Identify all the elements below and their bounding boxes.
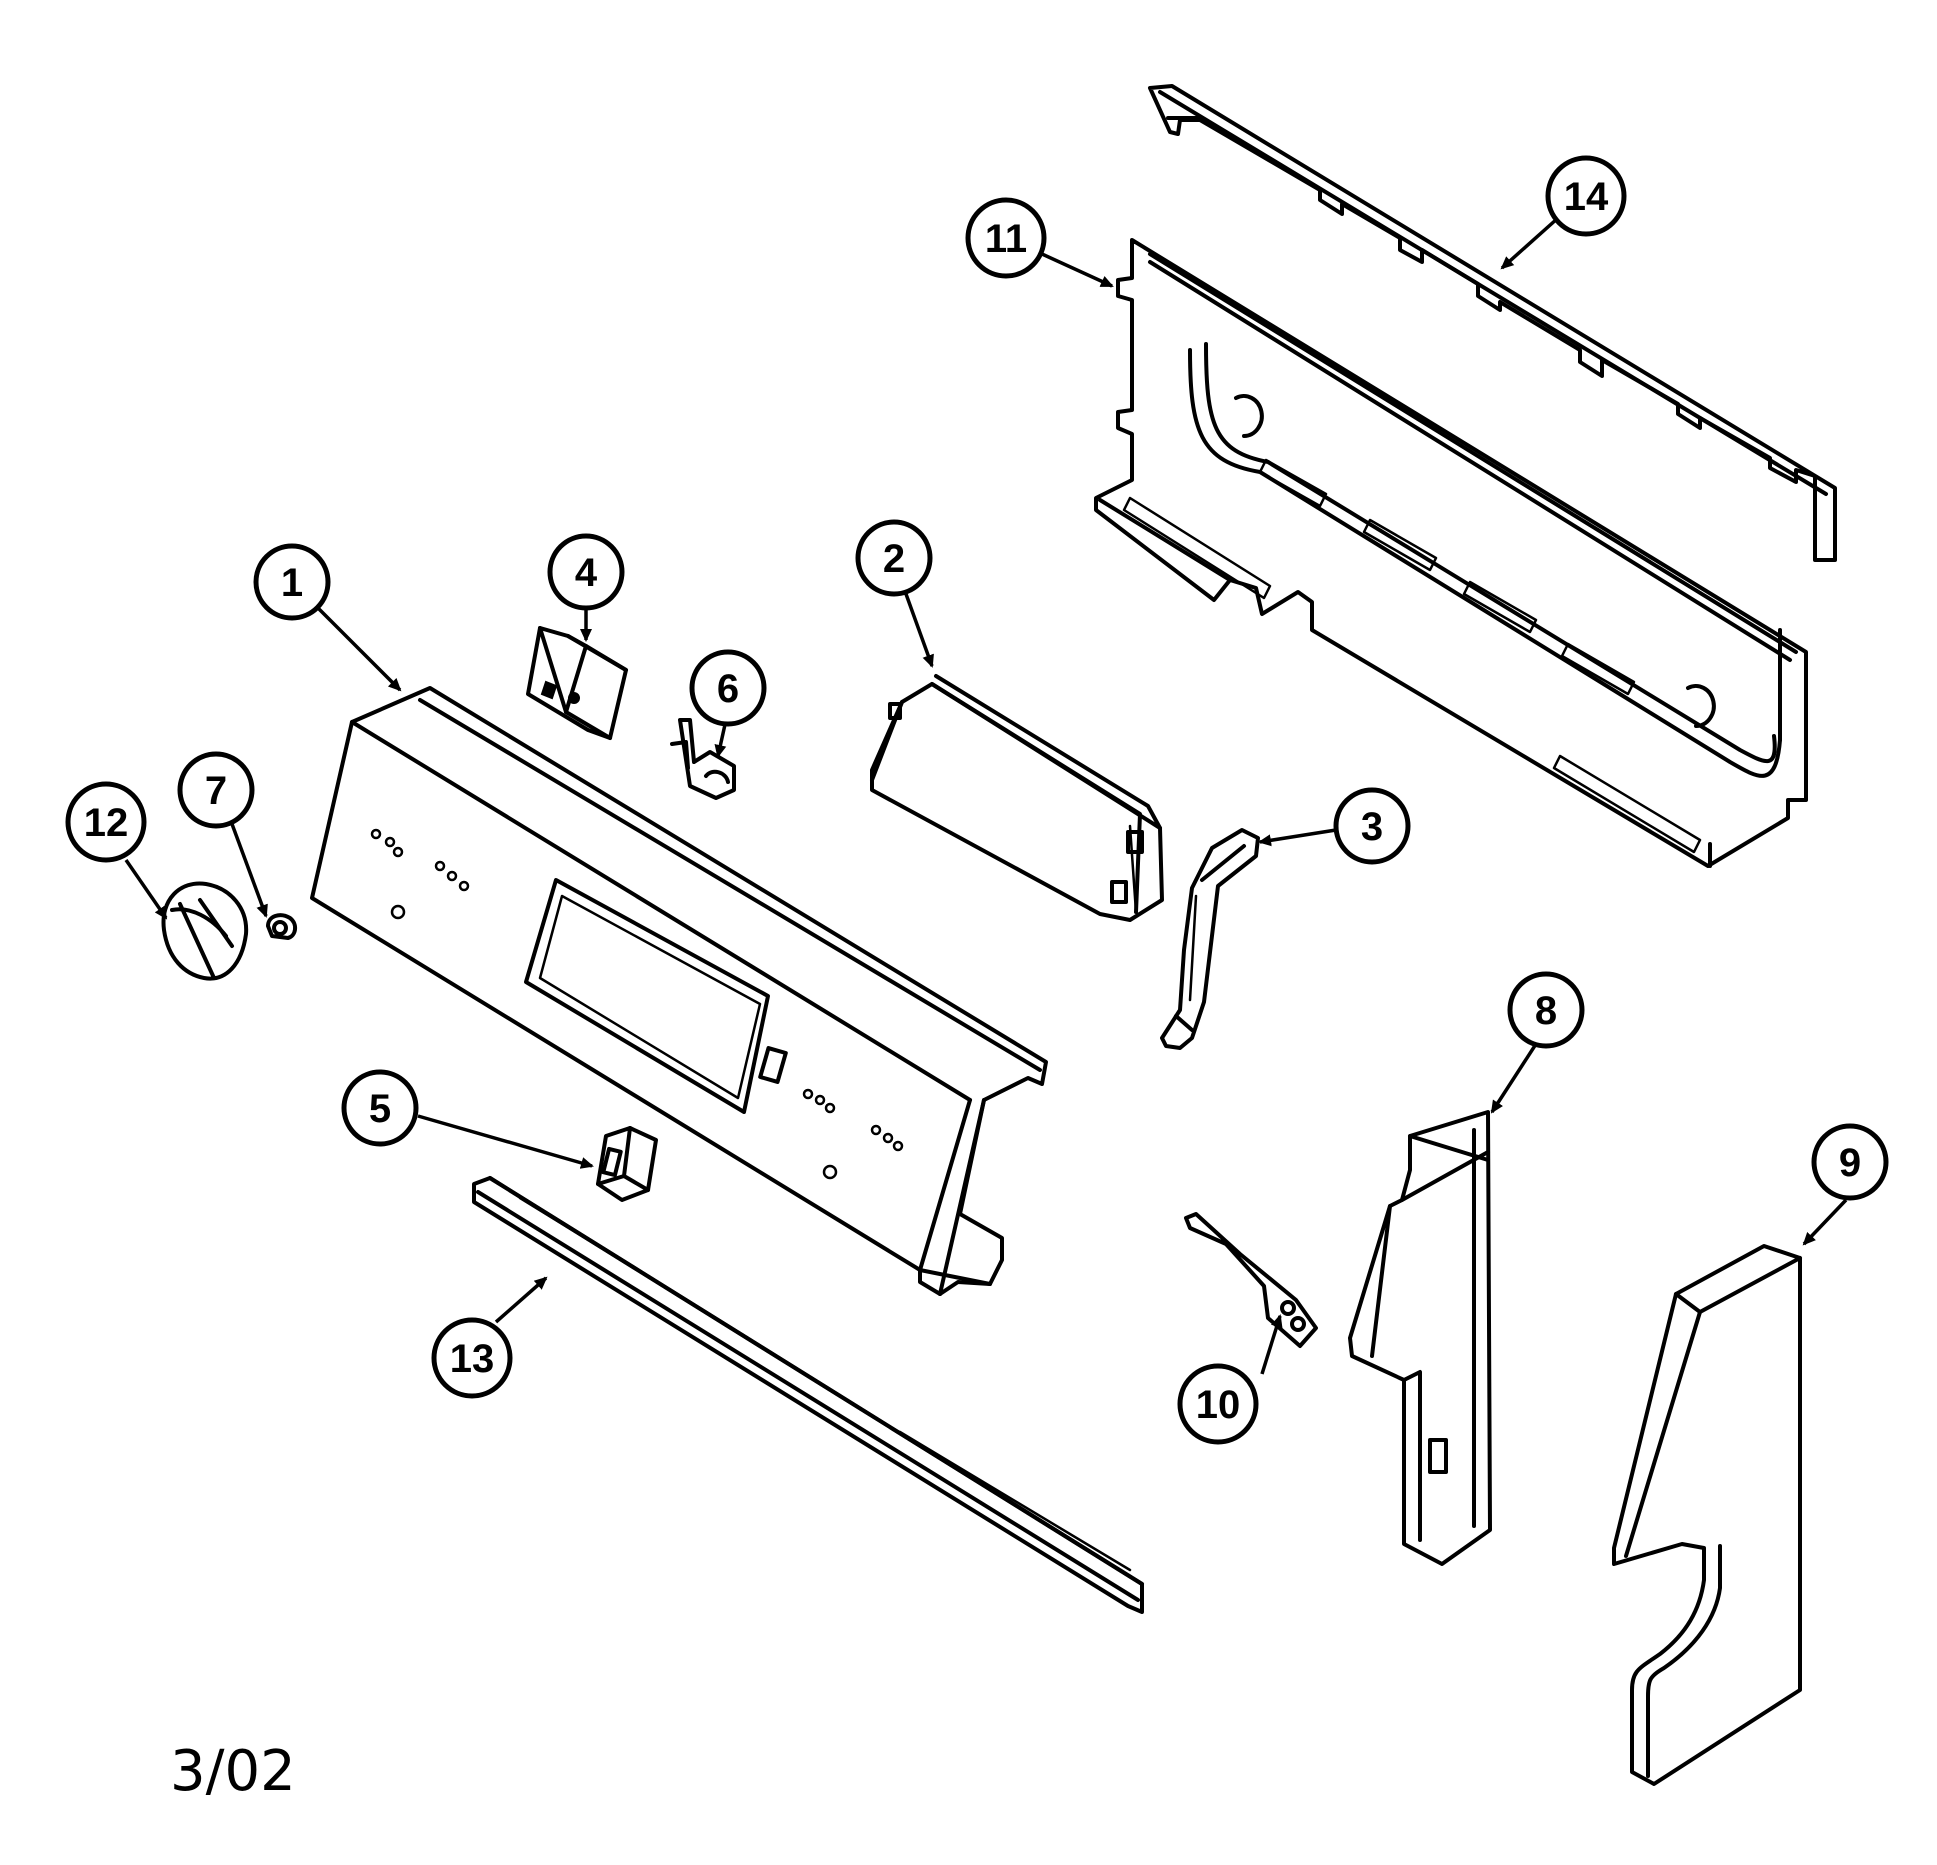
callout-6-label: 6 bbox=[717, 667, 739, 711]
part-6-clip bbox=[670, 718, 736, 800]
part-8-side-trim bbox=[1348, 1110, 1492, 1566]
callout-11-label: 11 bbox=[985, 217, 1027, 261]
callout-4: 4 bbox=[547, 533, 625, 611]
part-7-button bbox=[266, 913, 297, 940]
callout-13: 13 bbox=[431, 1317, 513, 1399]
part-11-back-panel bbox=[1094, 238, 1808, 868]
callout-5: 5 bbox=[341, 1069, 419, 1147]
callout-14-label: 14 bbox=[1564, 175, 1609, 219]
part-14-top-rail bbox=[1148, 84, 1837, 562]
callout-6: 6 bbox=[689, 649, 767, 727]
callout-10: 10 bbox=[1177, 1363, 1259, 1445]
part-3-bracket bbox=[1160, 828, 1260, 1050]
part-5-rocker-switch bbox=[596, 1126, 658, 1202]
callout-8: 8 bbox=[1507, 971, 1585, 1049]
callout-9-label: 9 bbox=[1839, 1141, 1861, 1185]
part-12-knob bbox=[161, 881, 249, 981]
part-1-control-panel bbox=[310, 686, 1048, 1296]
date-code: 3/02 bbox=[170, 1739, 296, 1804]
callout-1: 1 bbox=[253, 543, 331, 621]
part-9-side-trim bbox=[1612, 1244, 1802, 1786]
callout-2: 2 bbox=[855, 519, 933, 597]
callout-13-label: 13 bbox=[450, 1337, 495, 1381]
callout-9: 9 bbox=[1811, 1123, 1889, 1201]
callout-14: 14 bbox=[1545, 155, 1627, 237]
callout-5-label: 5 bbox=[369, 1087, 391, 1131]
callout-10-label: 10 bbox=[1196, 1383, 1241, 1427]
callout-3: 3 bbox=[1333, 787, 1411, 865]
callout-7-label: 7 bbox=[205, 769, 227, 813]
part-4-switch-box bbox=[526, 626, 628, 740]
callout-11: 11 bbox=[965, 197, 1047, 279]
callout-2-label: 2 bbox=[883, 537, 905, 581]
leader-lines bbox=[124, 216, 1848, 1375]
callout-7: 7 bbox=[177, 751, 255, 829]
callout-12: 12 bbox=[65, 781, 147, 863]
callout-8-label: 8 bbox=[1535, 989, 1557, 1033]
callout-3-label: 3 bbox=[1361, 805, 1383, 849]
callout-4-label: 4 bbox=[575, 551, 598, 595]
callout-12-label: 12 bbox=[84, 801, 129, 845]
callout-1-label: 1 bbox=[281, 561, 303, 605]
part-10-small-bracket bbox=[1184, 1212, 1318, 1348]
part-13-trim-strip bbox=[472, 1176, 1144, 1614]
part-2-electronic-control bbox=[870, 674, 1164, 922]
